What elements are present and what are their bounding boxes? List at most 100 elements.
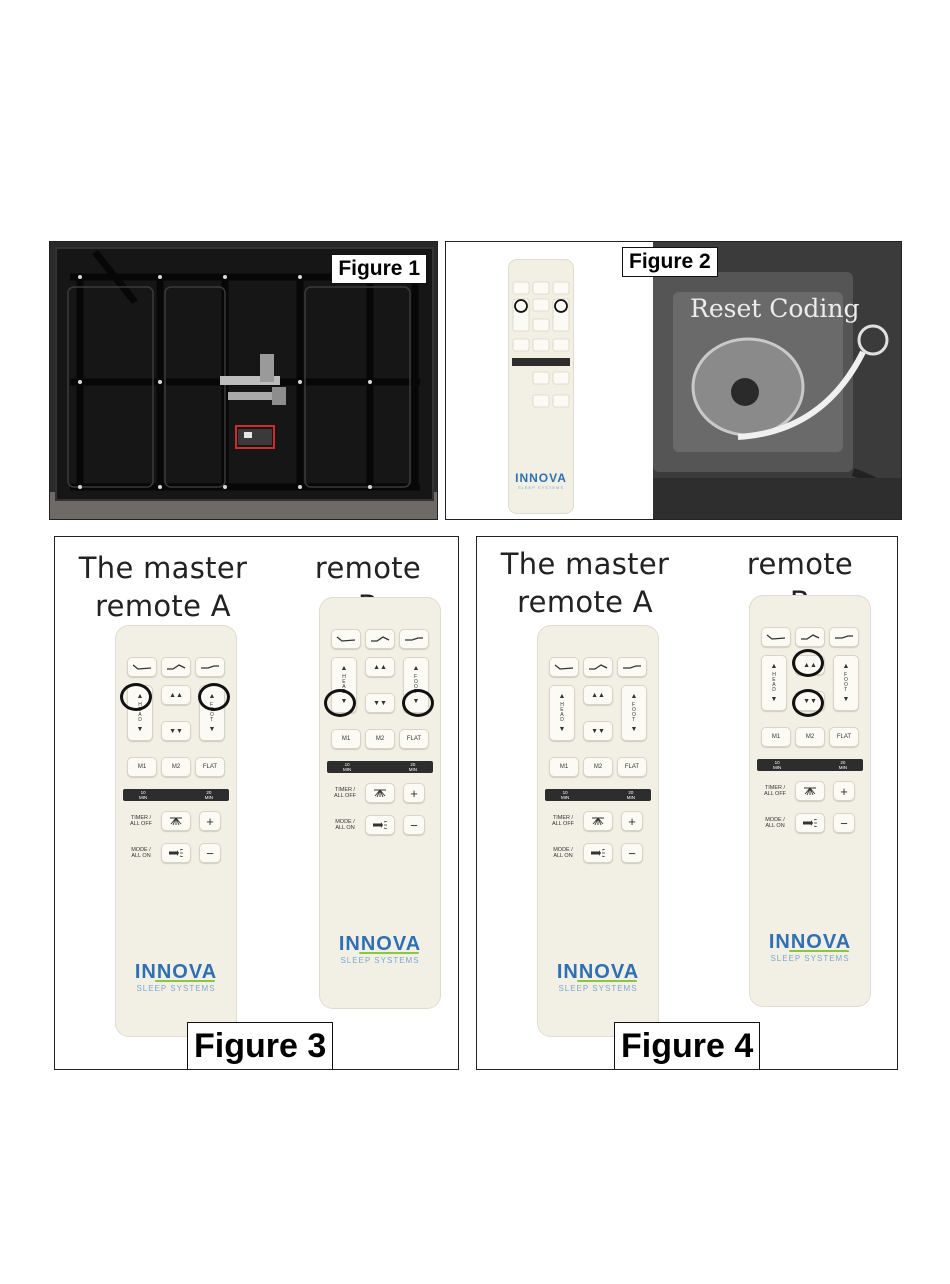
minus-button[interactable]: − <box>621 843 643 863</box>
light-button[interactable] <box>583 843 613 863</box>
m2-button[interactable]: M2 <box>583 757 613 777</box>
down-arrow-icon: ▼ <box>136 726 144 733</box>
flat-button[interactable]: FLAT <box>829 727 859 747</box>
light-button[interactable] <box>365 815 395 835</box>
timer-10-min: 10 MIN <box>561 790 570 800</box>
both-down-button[interactable]: ▼▼ <box>161 721 191 741</box>
timer-all-off-label: TIMER / ALL OFF <box>551 815 575 827</box>
zero-gravity-icon <box>766 634 786 640</box>
down-arrow-icon: ▼ <box>208 726 216 733</box>
double-down-arrow-icon: ▼▼ <box>169 727 183 735</box>
preset-button-2[interactable] <box>365 629 395 649</box>
down-arrow-icon: ▼ <box>630 726 638 733</box>
logo-swoosh <box>359 952 419 954</box>
preset-button-1[interactable] <box>549 657 579 677</box>
m1-button[interactable]: M1 <box>761 727 791 747</box>
mode-all-on-label: MODE / ALL ON <box>553 847 573 859</box>
plus-button[interactable]: + <box>833 781 855 801</box>
preset-button-2[interactable] <box>795 627 825 647</box>
m2-button[interactable]: M2 <box>365 729 395 749</box>
flashlight-icon <box>803 819 818 827</box>
innova-logo: INNOVA SLEEP SYSTEMS <box>134 961 218 993</box>
timer-bar: 10 MIN 20 MIN <box>123 789 229 801</box>
timer-10-min: 10 MIN <box>773 760 782 770</box>
m2-button[interactable]: M2 <box>795 727 825 747</box>
preset-button-1[interactable] <box>761 627 791 647</box>
reset-coding-photo <box>653 242 901 519</box>
massage-button[interactable] <box>583 811 613 831</box>
preset-button-1[interactable] <box>331 629 361 649</box>
massage-button[interactable] <box>795 781 825 801</box>
timer-10-min: 10 MIN <box>139 790 148 800</box>
zero-gravity-icon <box>132 664 152 670</box>
massage-button[interactable] <box>365 783 395 803</box>
both-down-button[interactable]: ▼▼ <box>583 721 613 741</box>
plus-button[interactable]: + <box>621 811 643 831</box>
flashlight-icon <box>169 849 184 857</box>
massage-icon <box>170 817 182 826</box>
m1-button[interactable]: M1 <box>331 729 361 749</box>
flat-button[interactable]: FLAT <box>195 757 225 777</box>
m2-button[interactable]: M2 <box>161 757 191 777</box>
m1-button[interactable]: M1 <box>549 757 579 777</box>
tv-icon <box>835 635 853 639</box>
lounge-icon <box>371 636 390 642</box>
preset-button-1[interactable] <box>127 657 157 677</box>
minus-button[interactable]: − <box>833 813 855 833</box>
timer-all-off-label: TIMER / ALL OFF <box>763 785 787 797</box>
figure-1-label: Figure 1 <box>331 254 427 284</box>
highlight-circle <box>324 689 356 717</box>
massage-icon <box>374 789 386 798</box>
figure-2-label: Figure 2 <box>622 247 718 277</box>
both-up-button[interactable]: ▲▲ <box>161 685 191 705</box>
figure-3-label: Figure 3 <box>187 1022 334 1069</box>
preset-button-2[interactable] <box>583 657 613 677</box>
massage-icon <box>804 787 816 796</box>
plus-button[interactable]: + <box>199 811 221 831</box>
up-arrow-icon: ▲ <box>412 665 420 672</box>
massage-button[interactable] <box>161 811 191 831</box>
timer-all-off-label: TIMER / ALL OFF <box>333 787 357 799</box>
timer-bar: 10 MIN 20 MIN <box>545 789 651 801</box>
massage-icon <box>592 817 604 826</box>
highlight-circle <box>198 683 230 711</box>
flat-button[interactable]: FLAT <box>399 729 429 749</box>
minus-button[interactable]: − <box>403 815 425 835</box>
light-button[interactable] <box>795 813 825 833</box>
m1-button[interactable]: M1 <box>127 757 157 777</box>
reset-coding-text: Reset Coding <box>690 294 860 323</box>
lounge-icon <box>167 664 186 670</box>
preset-button-3[interactable] <box>195 657 225 677</box>
zero-gravity-icon <box>554 664 574 670</box>
logo-swoosh <box>155 980 215 982</box>
flat-button[interactable]: FLAT <box>617 757 647 777</box>
preset-button-3[interactable] <box>829 627 859 647</box>
figure-4-label: Figure 4 <box>614 1022 761 1069</box>
preset-button-3[interactable] <box>399 629 429 649</box>
double-down-arrow-icon: ▼▼ <box>373 699 387 707</box>
timer-bar: 10 MIN 20 MIN <box>327 761 433 773</box>
preset-button-3[interactable] <box>617 657 647 677</box>
tv-icon <box>405 637 423 641</box>
both-up-button[interactable]: ▲▲ <box>365 657 395 677</box>
flashlight-icon <box>373 821 388 829</box>
minus-button[interactable]: − <box>199 843 221 863</box>
timer-20-min: 20 MIN <box>204 790 213 800</box>
small-remote-logo: INNOVA SLEEP SYSTEMS <box>515 471 567 490</box>
innova-logo: INNOVA SLEEP SYSTEMS <box>768 931 852 963</box>
plus-button[interactable]: + <box>403 783 425 803</box>
preset-button-2[interactable] <box>161 657 191 677</box>
up-arrow-icon: ▲ <box>630 693 638 700</box>
light-button[interactable] <box>161 843 191 863</box>
both-up-button[interactable]: ▲▲ <box>583 685 613 705</box>
both-down-button[interactable]: ▼▼ <box>365 693 395 713</box>
remote-small: INNOVA SLEEP SYSTEMS <box>508 259 574 514</box>
